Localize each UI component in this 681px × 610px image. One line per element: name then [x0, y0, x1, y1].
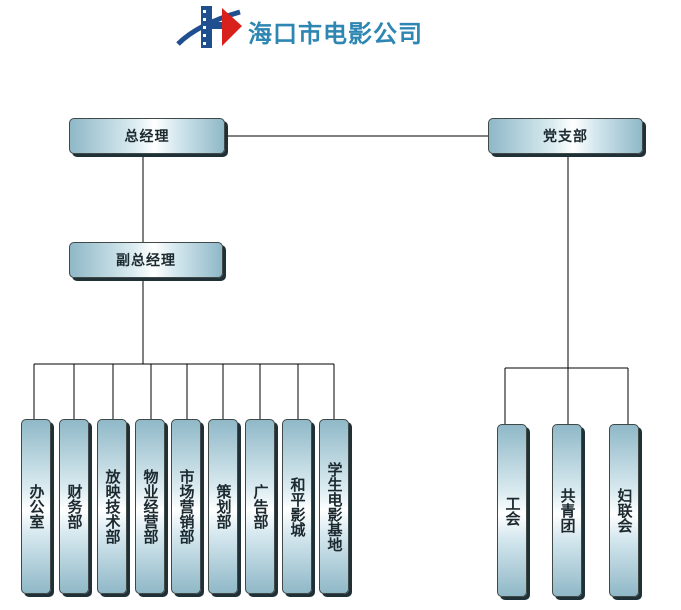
party-org-box-union: 工会: [497, 424, 527, 597]
party-org-box-youth-league: 共青团: [552, 424, 582, 597]
department-box-finance: 财务部: [59, 419, 89, 594]
department-box-office: 办公室: [21, 419, 51, 594]
department-box-student-film-base: 学生电影基地: [319, 419, 349, 594]
department-box-heping-cinema: 和平影城: [282, 419, 312, 594]
party-branch-box: 党支部: [488, 118, 643, 154]
general-manager-box: 总经理: [69, 118, 225, 154]
department-box-planning: 策划部: [208, 419, 238, 594]
department-box-projection-tech: 放映技术部: [97, 419, 127, 594]
company-header: 海口市电影公司: [176, 4, 466, 54]
department-box-marketing: 市场营销部: [171, 419, 201, 594]
deputy-general-manager-box: 副总经理: [69, 242, 223, 278]
party-org-box-womens-federation: 妇联会: [609, 424, 639, 597]
department-box-property: 物业经营部: [135, 419, 165, 594]
company-name: 海口市电影公司: [248, 20, 423, 48]
film-logo-icon: [176, 6, 242, 48]
department-box-advertising: 广告部: [245, 419, 275, 594]
